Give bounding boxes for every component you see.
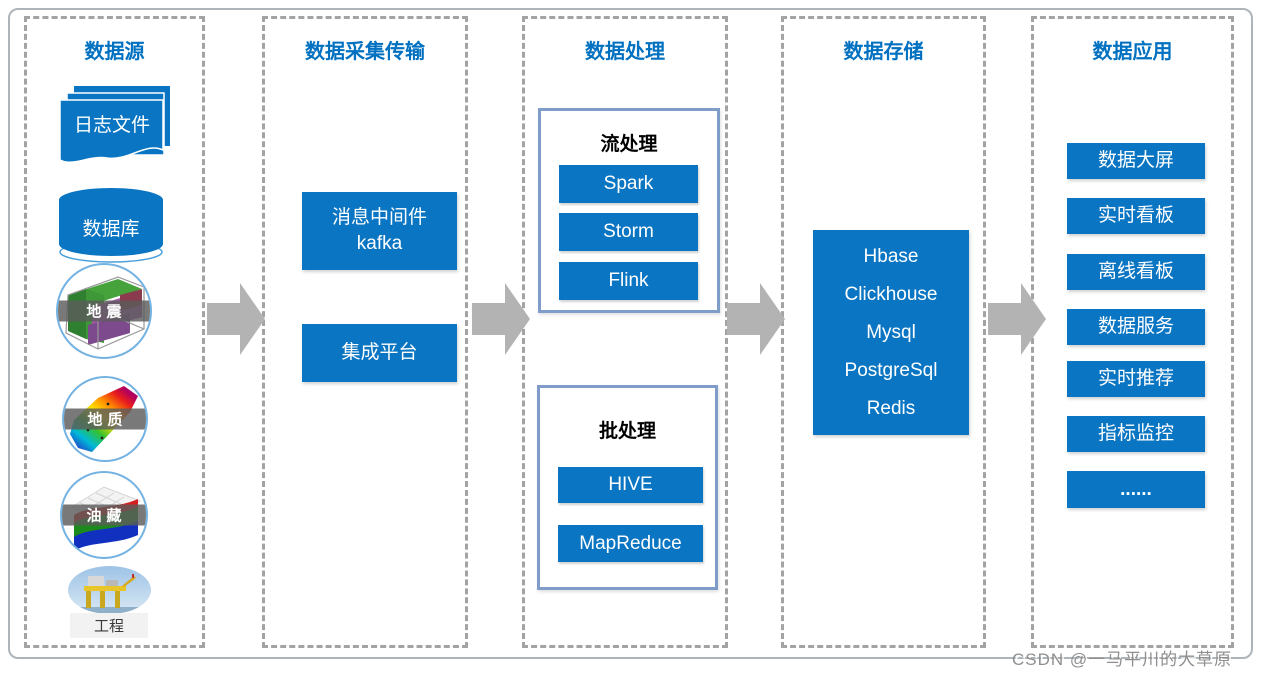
column-data-processing: 数据处理 — [522, 16, 728, 648]
database-cylinder-shape: 数据库 — [58, 186, 164, 266]
app-item-realtime-board: 实时看板 — [1067, 198, 1205, 234]
seismic-label-band: 地震 — [58, 300, 150, 322]
database-label: 数据库 — [82, 219, 140, 240]
app-item-offline-board: 离线看板 — [1067, 254, 1205, 290]
storage-item-redis: Redis — [866, 397, 916, 419]
storage-item-hbase: Hbase — [863, 245, 919, 267]
storage-item-mysql: Mysql — [866, 321, 916, 343]
log-file-label: 日志文件 — [73, 115, 150, 136]
offshore-platform-art — [68, 566, 151, 614]
integration-platform-box: 集成平台 — [302, 324, 457, 382]
app-item-realtime-recommend: 实时推荐 — [1067, 361, 1205, 397]
csdn-watermark: CSDN @一马平川的大草原 — [1012, 650, 1233, 669]
stream-item-storm: Storm — [559, 213, 698, 251]
column-title-data-processing: 数据处理 — [585, 41, 665, 63]
engineering-label: 工程 — [70, 613, 148, 638]
reservoir-circle-image: 油藏 — [60, 471, 148, 559]
storage-item-postgresql: PostgreSql — [844, 359, 938, 381]
app-item-data-screen: 数据大屏 — [1067, 143, 1205, 179]
batch-processing-title: 批处理 — [598, 421, 656, 442]
stream-processing-group: 流处理 Spark Storm Flink — [538, 108, 720, 313]
database-cylinder-icon — [59, 188, 163, 263]
app-item-data-service: 数据服务 — [1067, 309, 1205, 345]
column-title-data-collection: 数据采集传输 — [305, 41, 425, 63]
column-title-data-application: 数据应用 — [1092, 41, 1173, 63]
column-data-collection: 数据采集传输 — [262, 16, 468, 648]
log-file-stack-icon — [59, 86, 170, 163]
batch-processing-group: 批处理 HIVE MapReduce — [537, 385, 718, 590]
kafka-middleware-box: 消息中间件 kafka — [302, 192, 457, 270]
reservoir-label-band: 油藏 — [62, 504, 146, 526]
column-data-source: 数据源 — [24, 16, 205, 648]
outer-frame — [8, 8, 1253, 659]
kafka-middleware-line1: 消息中间件 — [331, 207, 427, 229]
app-item-metric-monitor: 指标监控 — [1067, 416, 1205, 452]
batch-item-mapreduce: MapReduce — [558, 525, 703, 562]
integration-platform-label: 集成平台 — [341, 342, 418, 364]
column-title-data-storage: 数据存储 — [843, 41, 924, 63]
column-title-data-source: 数据源 — [84, 41, 145, 63]
flow-arrow-2 — [472, 283, 530, 355]
stream-processing-title: 流处理 — [600, 134, 658, 155]
engineering-oval-image — [68, 566, 151, 614]
geology-label-band: 地质 — [64, 408, 146, 430]
geology-circle-image: 地质 — [62, 376, 148, 462]
storage-item-clickhouse: Clickhouse — [844, 283, 938, 305]
log-file-stack-shape: 日志文件 — [59, 86, 175, 178]
app-item-ellipsis: ...... — [1067, 471, 1205, 508]
stream-item-spark: Spark — [559, 165, 698, 203]
seismic-circle-image: 地震 — [56, 263, 152, 359]
storage-engines-box: Hbase Clickhouse Mysql PostgreSql Redis — [813, 230, 969, 435]
flow-arrow-1 — [207, 283, 265, 355]
flow-arrow-3 — [727, 283, 785, 355]
stream-item-flink: Flink — [559, 262, 698, 300]
column-data-storage: 数据存储 — [781, 16, 986, 648]
flow-arrow-4 — [988, 283, 1046, 355]
batch-item-hive: HIVE — [558, 467, 703, 503]
kafka-middleware-line2: kafka — [356, 233, 403, 254]
